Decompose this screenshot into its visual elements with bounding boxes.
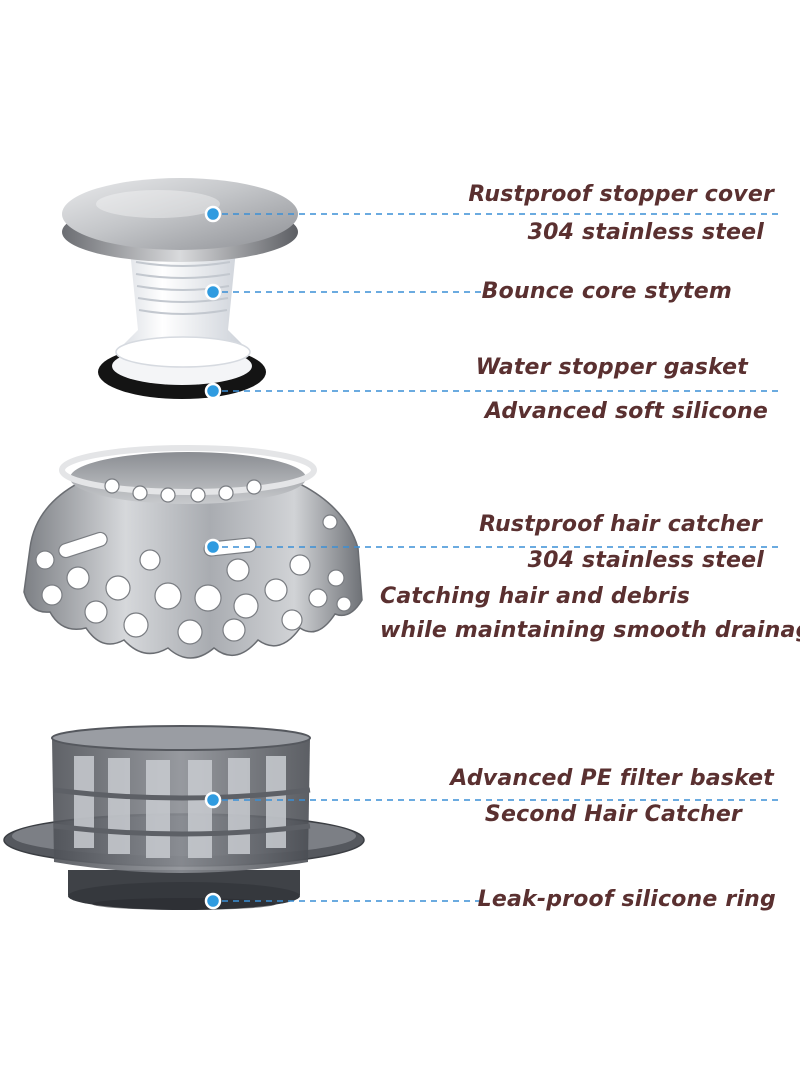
callout-dot-pe-filter — [204, 791, 222, 809]
water-gasket-material: Advanced soft silicone — [484, 399, 768, 424]
hair-catcher-title: Rustproof hair catcher — [479, 512, 762, 537]
bounce-core-title: Bounce core stytem — [481, 279, 732, 304]
leak-proof-ring-icon — [92, 898, 276, 910]
callout-dot-silicone-ring — [204, 892, 222, 910]
callout-dot-water-gasket — [204, 382, 222, 400]
pe-filter-subtitle: Second Hair Catcher — [484, 802, 742, 827]
pe-filter-title: Advanced PE filter basket — [450, 766, 774, 791]
callout-dot-stopper-cover — [204, 205, 222, 223]
silicone-ring-title: Leak-proof silicone ring — [477, 887, 776, 912]
callout-dot-hair-catcher — [204, 538, 222, 556]
stopper-cover-title: Rustproof stopper cover — [468, 182, 774, 207]
hair-catcher-material: 304 stainless steel — [527, 548, 764, 573]
water-gasket-title: Water stopper gasket — [475, 355, 748, 380]
hair-catcher-note-line-1: Catching hair and debris — [380, 584, 690, 609]
callout-dot-bounce-core — [204, 283, 222, 301]
hair-catcher-note-line-2: while maintaining smooth drainage — [380, 618, 800, 643]
perforated-steel-hair-catcher-icon — [23, 445, 363, 659]
pe-filter-basket-icon — [3, 725, 365, 910]
stopper-cover-material: 304 stainless steel — [527, 220, 764, 245]
stainless-stopper-cap-icon — [62, 178, 298, 399]
